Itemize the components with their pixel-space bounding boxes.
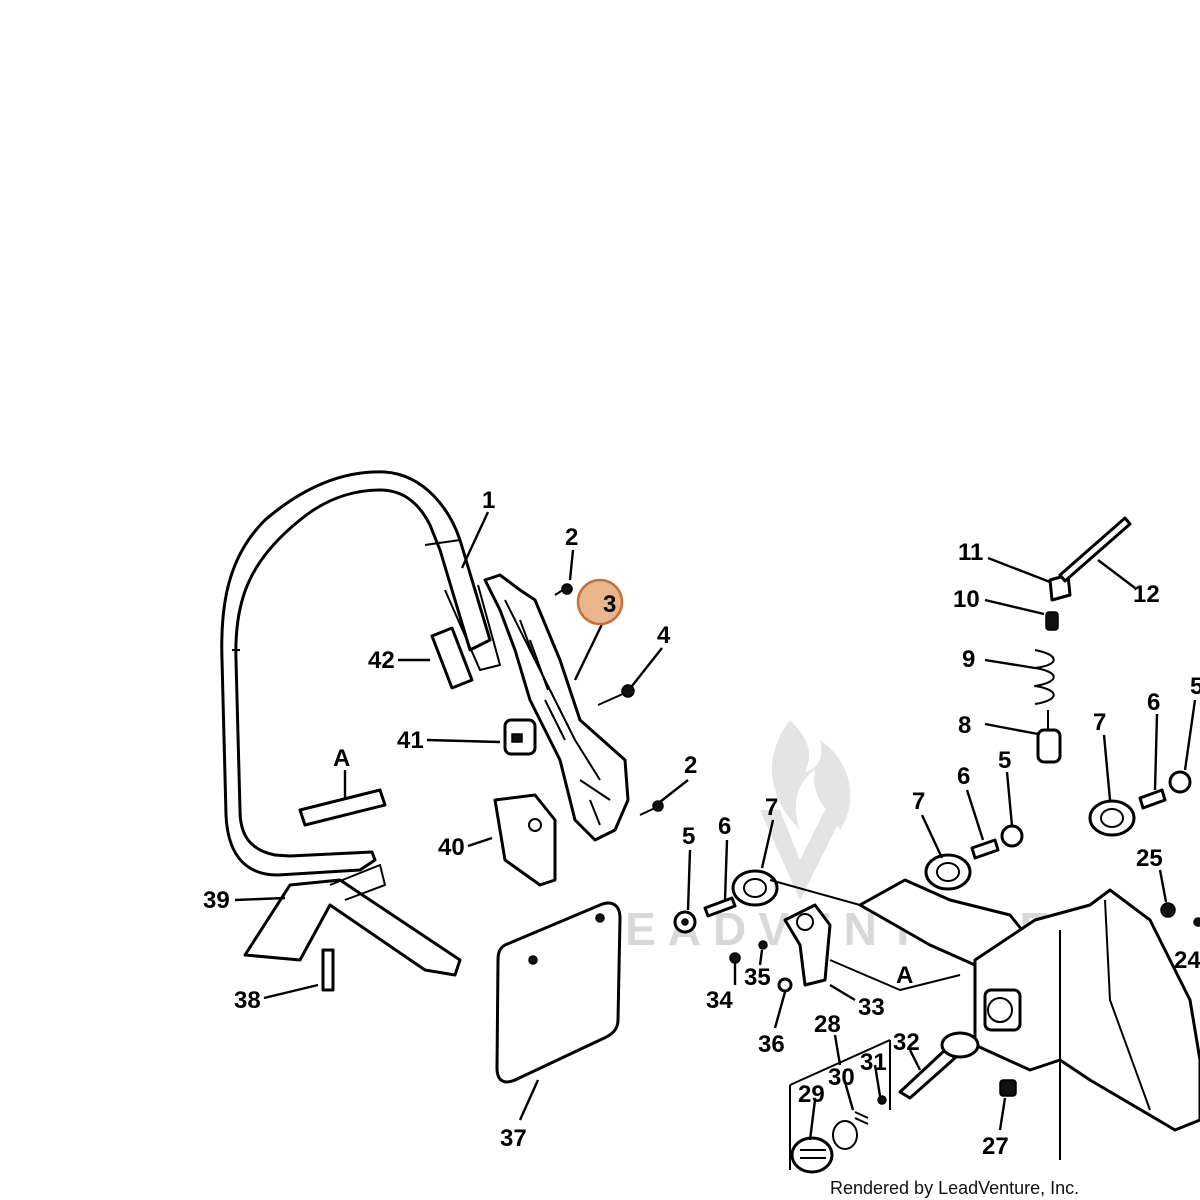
part-8-damper [1036, 728, 1062, 764]
callout-36[interactable]: 36 [758, 1031, 785, 1058]
part-24-screw [1193, 917, 1200, 927]
callout-28[interactable]: 28 [814, 1011, 841, 1038]
callout-34[interactable]: 34 [706, 987, 733, 1014]
callout-6-right[interactable]: 6 [1147, 689, 1160, 716]
part-41-bushing [503, 718, 537, 756]
callout-29[interactable]: 29 [798, 1081, 825, 1108]
part-34-screw [729, 952, 741, 964]
part-2-screw-lower [639, 800, 664, 816]
part-5-washer-left [673, 910, 697, 934]
leader-lines [234, 511, 1197, 1141]
callout-35[interactable]: 35 [744, 964, 771, 991]
part-25-plug [1160, 902, 1176, 918]
part-3-bracket [483, 573, 630, 842]
part-28-cap [790, 1136, 834, 1174]
part-4-screw [597, 684, 635, 706]
callout-5-right[interactable]: 5 [1190, 673, 1200, 700]
part-5-washer-mid [1000, 824, 1024, 848]
callout-32[interactable]: 32 [893, 1029, 920, 1056]
callout-30[interactable]: 30 [828, 1064, 855, 1091]
callout-7-right[interactable]: 7 [1093, 709, 1106, 736]
part-40-cover [493, 793, 557, 887]
callout-2-upper[interactable]: 2 [565, 524, 578, 551]
callout-41[interactable]: 41 [397, 727, 424, 754]
part-39-bracket [243, 864, 462, 977]
part-7-mount-left [731, 869, 779, 907]
footer-credit: Rendered by LeadVenture, Inc. [830, 1178, 1080, 1198]
callout-5-left[interactable]: 5 [682, 823, 695, 850]
callout-6-mid[interactable]: 6 [957, 763, 970, 790]
part-33-arm [783, 903, 832, 987]
callout-a-lower[interactable]: A [896, 962, 913, 989]
highlight-circle[interactable] [576, 578, 624, 626]
callout-33[interactable]: 33 [858, 994, 885, 1021]
callout-25[interactable]: 25 [1136, 845, 1163, 872]
part-31-pin [877, 1095, 887, 1105]
callout-10[interactable]: 10 [953, 586, 980, 613]
callout-8[interactable]: 8 [958, 712, 971, 739]
part-7-mount-mid [924, 853, 972, 891]
callout-4[interactable]: 4 [657, 622, 671, 649]
part-30-spring [854, 1111, 869, 1125]
front-handle-bar [220, 470, 501, 877]
part-6-bolt-left [703, 896, 737, 918]
callout-31[interactable]: 31 [860, 1049, 887, 1076]
highlight-marker[interactable]: 3 [576, 578, 624, 626]
callout-9[interactable]: 9 [962, 646, 975, 673]
callout-12[interactable]: 12 [1133, 581, 1160, 608]
part-6-bolt-mid [970, 838, 1000, 860]
callout-7-left[interactable]: 7 [765, 794, 778, 821]
callout-6-left[interactable]: 6 [718, 813, 731, 840]
part-2-screw-upper [554, 583, 573, 596]
callout-42[interactable]: 42 [368, 647, 395, 674]
callout-11[interactable]: 11 [958, 539, 983, 566]
part-38-bolt [321, 948, 335, 992]
part-5-washer-right [1168, 770, 1192, 794]
callout-a-upper[interactable]: A [333, 745, 350, 772]
callout-39[interactable]: 39 [203, 887, 230, 914]
callout-3[interactable]: 3 [603, 591, 616, 618]
part-32-cap [898, 1031, 980, 1100]
callout-2-lower[interactable]: 2 [684, 752, 697, 779]
callout-37[interactable]: 37 [500, 1125, 527, 1152]
part-27-plug [999, 1079, 1017, 1097]
part-6-bolt-right [1138, 788, 1167, 810]
callout-5-mid[interactable]: 5 [998, 747, 1011, 774]
part-10-plug [1045, 611, 1059, 631]
part-36-screw [777, 977, 793, 993]
callout-1[interactable]: 1 [482, 487, 495, 514]
callout-24[interactable]: 24 [1174, 947, 1200, 974]
part-7-mount-right [1088, 799, 1136, 837]
mount-plate-a [298, 788, 387, 827]
part-12-rod [1058, 516, 1132, 583]
part-37-gasket [495, 901, 622, 1084]
part-29-oring [832, 1120, 858, 1150]
callout-labels: 1 2 4 2 42 41 40 A A 39 38 37 5 6 7 7 6 … [203, 487, 1200, 1160]
crankcase-assembly [769, 878, 1200, 1160]
part-9-spring [1034, 649, 1055, 730]
callout-38[interactable]: 38 [234, 987, 261, 1014]
part-42-pad [430, 626, 474, 690]
part-35-washer [758, 940, 768, 950]
callout-27[interactable]: 27 [982, 1133, 1009, 1160]
callout-40[interactable]: 40 [438, 834, 465, 861]
callout-7-mid[interactable]: 7 [912, 788, 925, 815]
